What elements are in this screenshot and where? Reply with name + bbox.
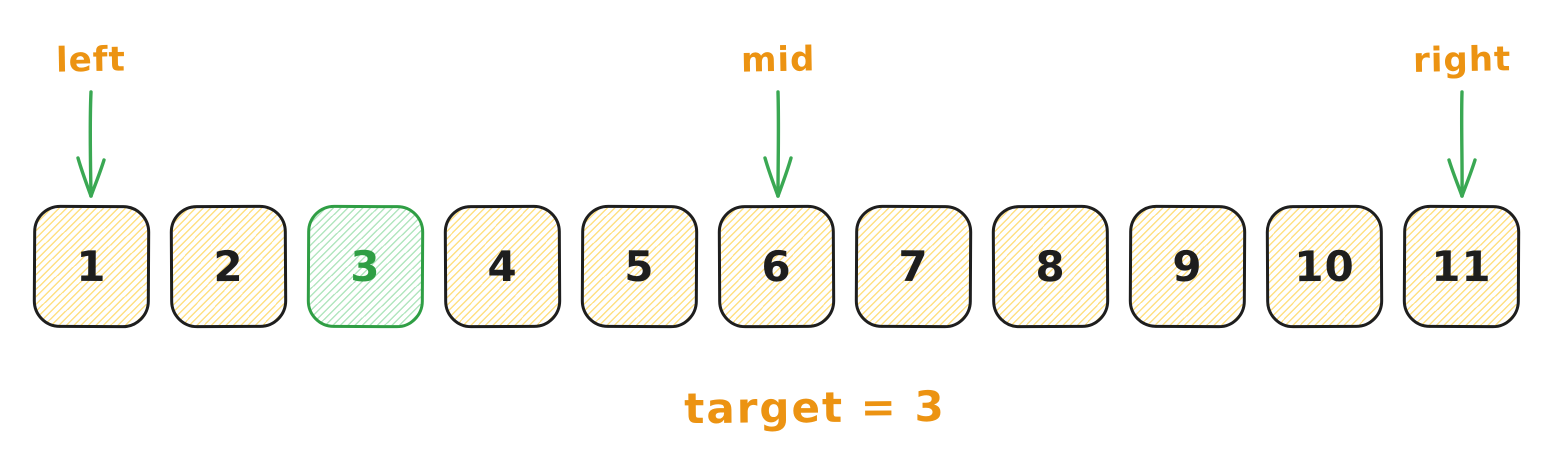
array-cell-value: 3 xyxy=(350,241,381,292)
array-cell-11: 11 xyxy=(1402,204,1521,329)
array-cell-5: 5 xyxy=(580,204,699,329)
array-row: 1 2 3 4 5 6 7 8 9 10 11 xyxy=(32,204,1521,329)
array-cell-value: 11 xyxy=(1431,241,1492,292)
pointer-left: left xyxy=(11,38,171,204)
pointer-right-label: right xyxy=(1412,39,1512,81)
array-cell-2: 2 xyxy=(169,204,288,329)
pointer-right: right xyxy=(1382,38,1542,204)
down-arrow-icon xyxy=(1447,90,1477,198)
down-arrow-icon xyxy=(763,90,793,198)
target-caption: target = 3 xyxy=(684,381,946,434)
array-cell-3-highlighted: 3 xyxy=(306,204,425,329)
pointer-mid-label: mid xyxy=(740,39,816,81)
array-cell-value: 2 xyxy=(213,241,244,292)
array-cell-4: 4 xyxy=(443,204,562,329)
array-cell-value: 10 xyxy=(1294,241,1355,292)
array-cell-value: 7 xyxy=(898,241,929,292)
array-cell-1: 1 xyxy=(32,204,151,329)
down-arrow-icon xyxy=(76,90,106,198)
array-cell-value: 8 xyxy=(1035,241,1066,292)
array-cell-9: 9 xyxy=(1128,204,1247,329)
pointer-mid: mid xyxy=(698,38,858,204)
array-cell-value: 4 xyxy=(487,241,518,292)
array-cell-10: 10 xyxy=(1265,204,1384,329)
array-cell-value: 9 xyxy=(1172,241,1203,292)
array-cell-value: 1 xyxy=(76,241,107,292)
array-cell-value: 5 xyxy=(624,241,655,292)
pointer-left-label: left xyxy=(55,39,127,81)
array-cell-value: 6 xyxy=(761,241,792,292)
array-cell-7: 7 xyxy=(854,204,973,329)
array-cell-8: 8 xyxy=(991,204,1110,329)
array-cell-6: 6 xyxy=(717,204,836,329)
